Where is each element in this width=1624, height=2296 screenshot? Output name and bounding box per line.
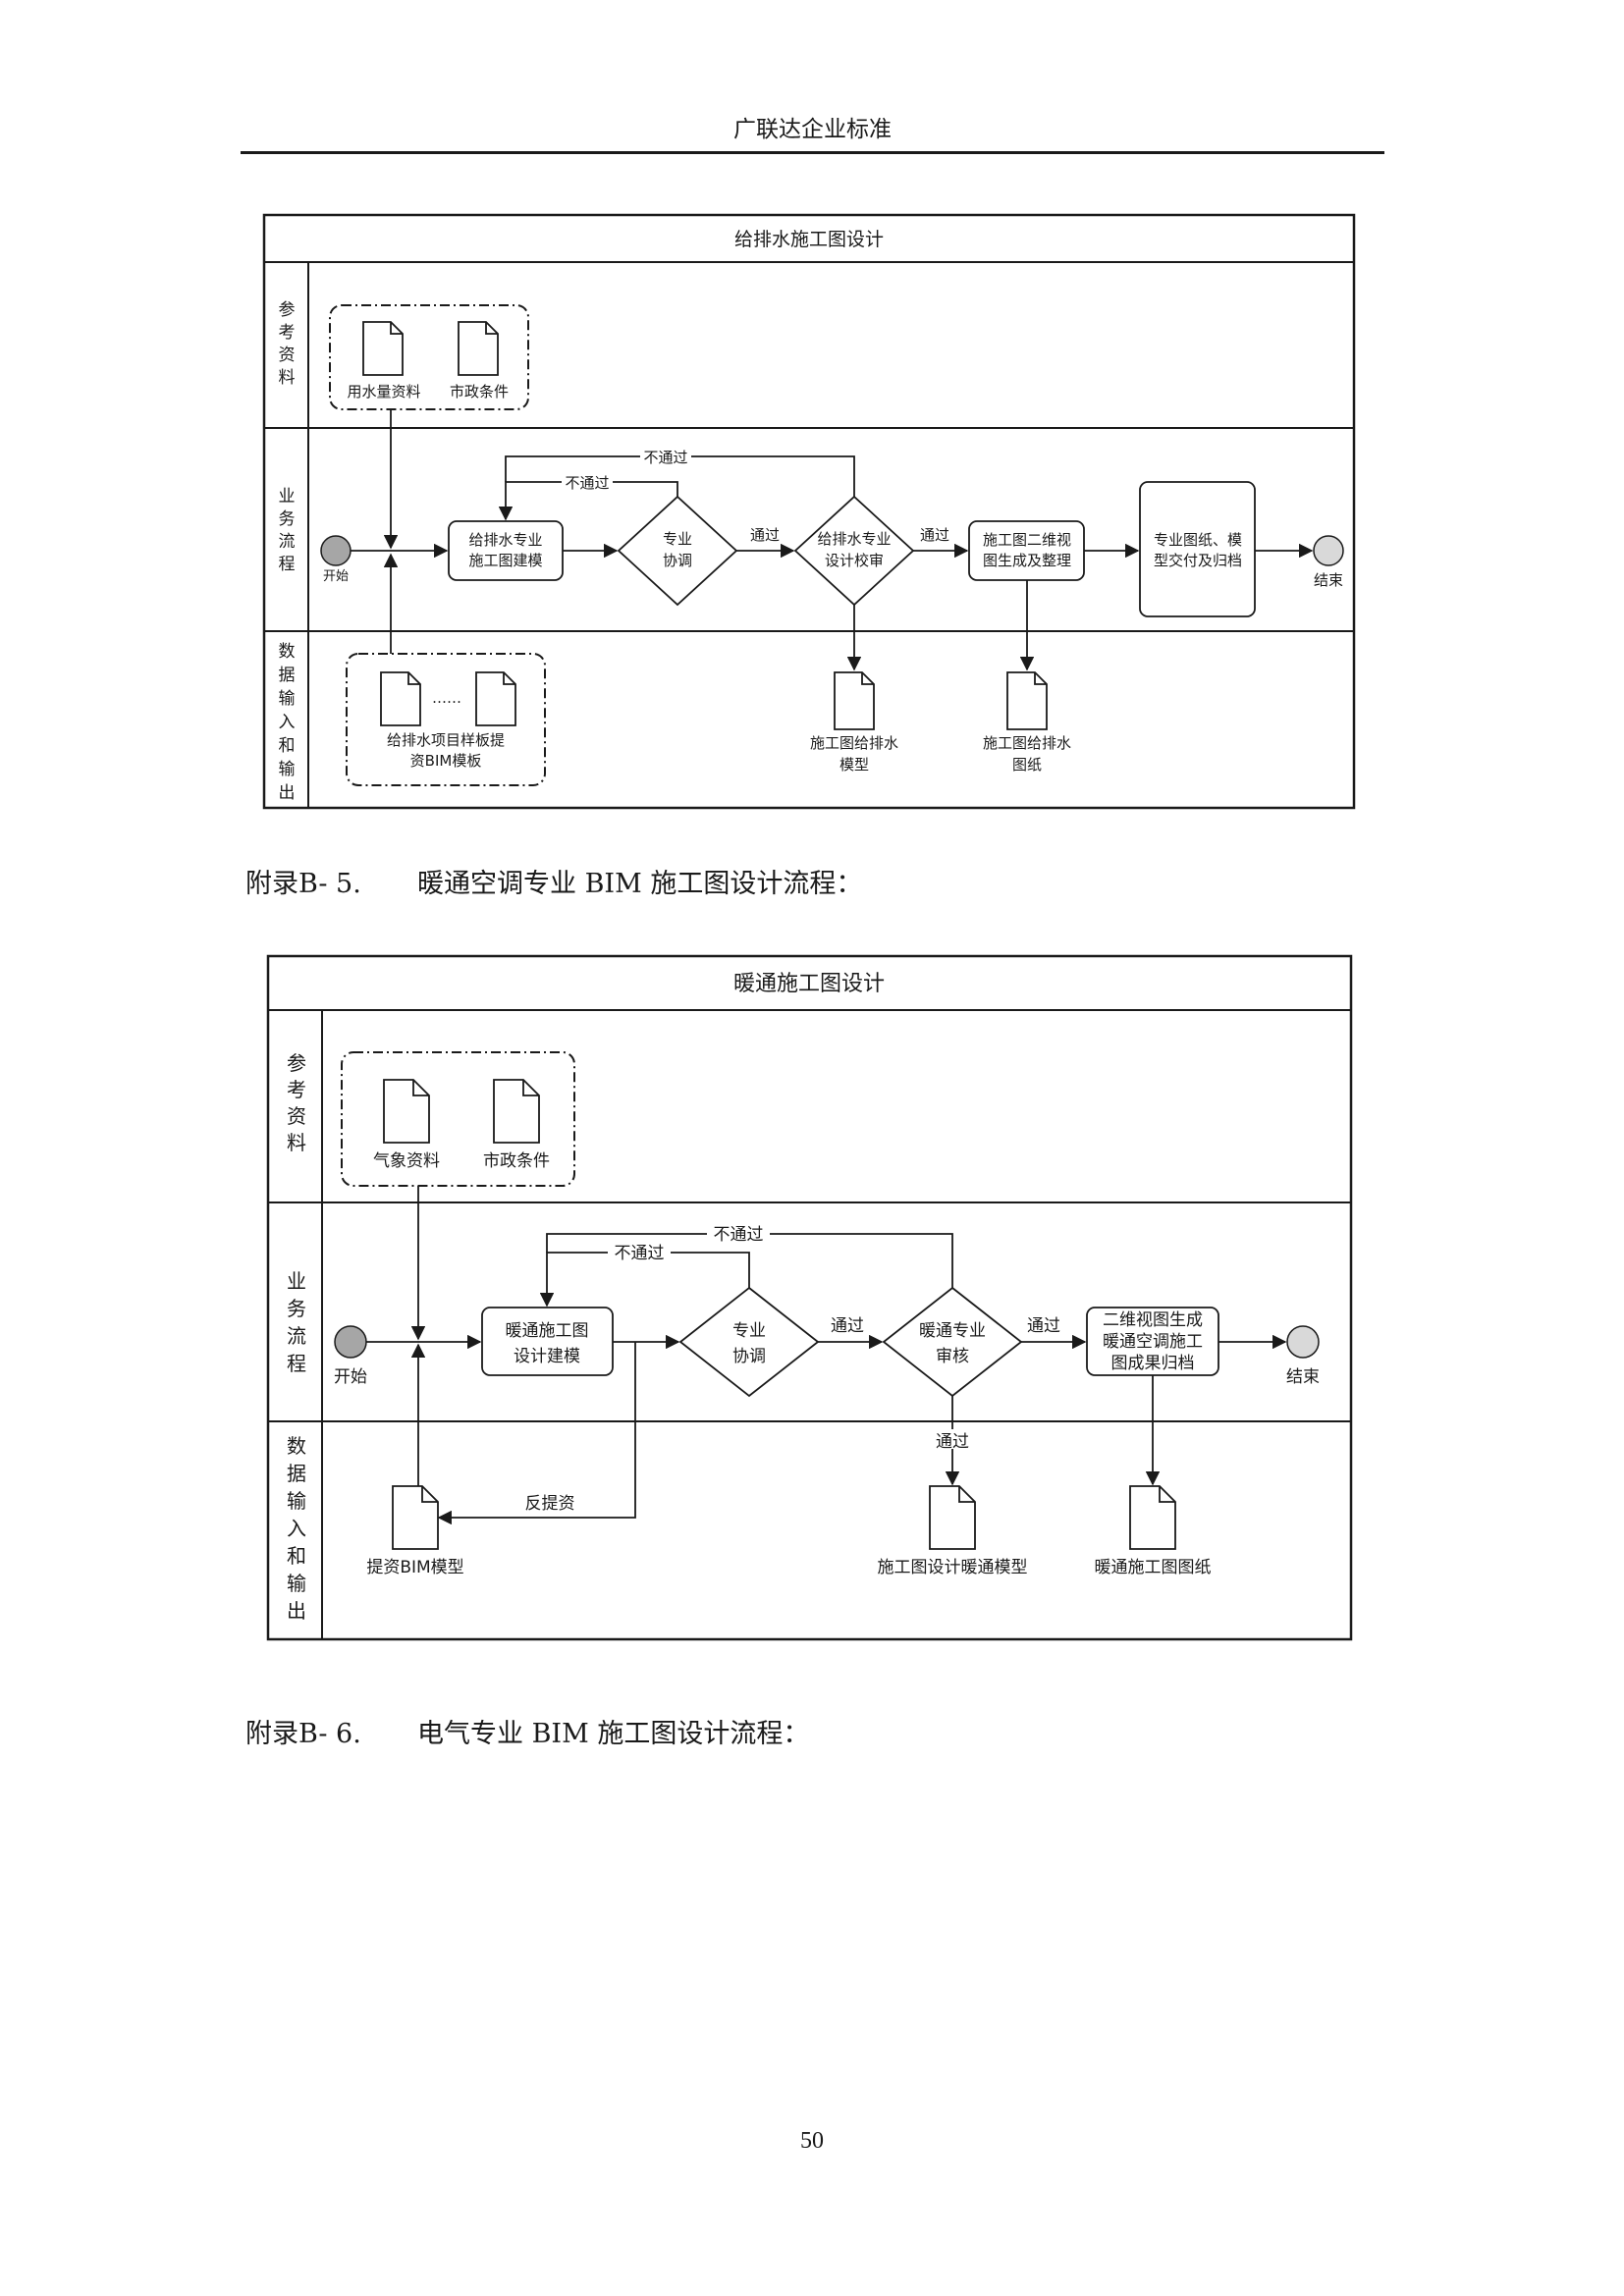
decision-label: 协调 [663,552,692,569]
input-doc-label: 资BIM模板 [410,752,482,770]
doc-icon [362,321,404,376]
page-header: 广联达企业标准 [241,108,1384,154]
output-doc-label: 模型 [839,756,869,774]
output-doc-label: 施工图设计暖通模型 [878,1558,1028,1577]
doc-icon [929,1485,976,1550]
process-step [448,520,564,581]
doc-icon [1006,671,1048,730]
step-label: 型交付及归档 [1154,552,1242,569]
figure-caption: 附录B- 6. 电气专业 BIM 施工图设计流程： [245,1712,809,1750]
page-number: 50 [800,2128,824,2154]
step-label: 施工图建模 [468,552,542,569]
diagram-title: 给排水施工图设计 [734,229,884,250]
diagram-water-supply [262,213,1356,810]
ref-doc-label: 气象资料 [373,1151,440,1171]
doc-icon [392,1485,439,1550]
caption-text: 电气专业 BIM 施工图设计流程： [417,1719,810,1749]
process-step [968,520,1085,581]
decision-label: 设计校审 [825,552,884,569]
lane-label: 业务流程 [287,1269,306,1375]
pass-label: 通过 [831,1316,864,1336]
doc-icon [493,1079,540,1144]
diagram-hvac [266,954,1353,1641]
fail-label: 不通过 [643,449,687,466]
ref-docs-group [329,304,529,410]
diagram-water-supply-text: 给排水施工图设计 参考资料 业务流程 数据输入和输出 用水量资料 市政条件 开始… [279,229,1344,803]
diagram-hvac-text: 暖通施工图设计 参考资料 业务流程 数据输入和输出 气象资料 市政条件 开始 结… [287,972,1320,1623]
fail-label: 不通过 [714,1225,764,1245]
caption-text: 暖通空调专业 BIM 施工图设计流程： [417,869,863,899]
decision-label: 给排水专业 [817,530,891,548]
lane-label: 数据输入和输出 [279,642,296,803]
ref-doc-label: 用水量资料 [347,383,420,400]
decision-node [882,1286,1023,1398]
ref-docs-group [341,1051,575,1187]
end-node [1313,535,1344,566]
process-step [1139,481,1256,617]
start-node [320,535,352,566]
output-doc-label: 暖通施工图图纸 [1095,1558,1212,1577]
lane-label: 参考资料 [279,300,296,388]
end-node [1286,1325,1320,1359]
step-label: 施工图二维视 [983,531,1071,549]
input-doc-label: 提资BIM模型 [366,1558,463,1577]
caption-number: 附录B- 6. [245,1719,361,1749]
input-doc-label: 给排水项目样板提 [387,731,505,749]
decision-node [678,1286,820,1398]
step-label: 二维视图生成 [1103,1310,1203,1330]
output-doc-label: 施工图给排水 [810,734,898,752]
step-label: 给排水专业 [468,531,542,549]
decision-label: 审核 [936,1347,969,1366]
diagram-title: 暖通施工图设计 [733,972,885,996]
step-label: 设计建模 [514,1347,580,1366]
decision-label: 协调 [732,1347,766,1366]
pass-label: 通过 [1027,1316,1060,1336]
feedback-label: 反提资 [525,1494,575,1514]
lane-label: 业务流程 [279,487,296,574]
doc-icon [475,671,516,726]
ref-doc-label: 市政条件 [483,1151,550,1171]
figure-caption: 附录B- 5. 暖通空调专业 BIM 施工图设计流程： [245,862,862,900]
pass-label: 通过 [920,526,949,544]
lane-label: 参考资料 [287,1051,306,1154]
start-label: 开始 [334,1367,367,1387]
doc-icon [458,321,499,376]
decision-node [617,495,738,607]
ref-doc-label: 市政条件 [450,383,509,400]
fail-label: 不通过 [565,474,609,492]
output-doc-label: 施工图给排水 [983,734,1071,752]
end-label: 结束 [1314,571,1343,589]
doc-icon [1129,1485,1176,1550]
lane-label: 数据输入和输出 [287,1434,306,1623]
step-label: 图生成及整理 [983,552,1071,569]
step-label: 专业图纸、模 [1154,531,1242,549]
input-dots: …… [432,689,461,707]
decision-label: 专业 [732,1321,766,1341]
doc-icon [380,671,421,726]
step-label: 图成果归档 [1111,1354,1195,1373]
fail-label: 不通过 [615,1244,665,1263]
output-doc-label: 图纸 [1012,756,1042,774]
caption-number: 附录B- 5. [245,869,361,899]
end-label: 结束 [1286,1367,1320,1387]
start-node [334,1325,367,1359]
input-docs-group [346,653,546,786]
start-label: 开始 [323,569,349,584]
doc-icon [834,671,875,730]
step-label: 暖通施工图 [506,1321,589,1341]
step-label: 暖通空调施工 [1103,1332,1203,1352]
pass-label: 通过 [750,526,780,544]
decision-label: 专业 [663,530,692,548]
decision-node [793,495,915,607]
decision-label: 暖通专业 [919,1321,986,1341]
doc-icon [383,1079,430,1144]
pass-label: 通过 [936,1432,969,1452]
